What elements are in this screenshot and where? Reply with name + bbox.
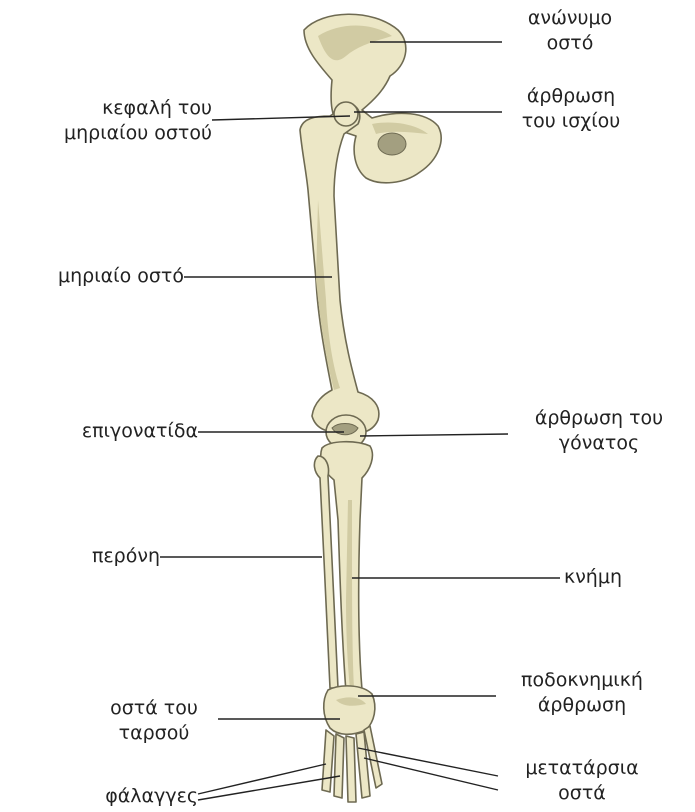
label-hip-joint: άρθρωση του ισχίου xyxy=(496,84,646,134)
label-knee-joint-line-1: άρθρωση του xyxy=(508,406,690,431)
label-anonymous-bone: ανώνυμο οστό xyxy=(502,6,638,56)
label-tibia: κνήμη xyxy=(564,565,684,590)
label-hip-joint-line-1: άρθρωση xyxy=(496,84,646,109)
foot-illustration xyxy=(322,686,382,802)
label-ankle-joint-line-1: ποδοκνημική xyxy=(496,668,668,693)
label-ankle-joint-line-2: άρθρωση xyxy=(496,693,668,718)
label-femur-text: μηριαίο οστό xyxy=(2,264,184,289)
label-patella: επιγονατίδα xyxy=(2,419,198,444)
leader-phalanges-2 xyxy=(198,776,340,800)
label-tarsals-line-2: ταρσού xyxy=(90,721,218,746)
label-knee-joint: άρθρωση του γόνατος xyxy=(508,406,690,456)
label-phalanges-text: φάλαγγες xyxy=(2,784,198,809)
label-hip-joint-line-2: του ισχίου xyxy=(496,109,646,134)
label-patella-text: επιγονατίδα xyxy=(2,419,198,444)
label-tibia-text: κνήμη xyxy=(564,565,684,590)
label-anonymous-bone-line-1: ανώνυμο xyxy=(502,6,638,31)
label-fibula-text: περόνη xyxy=(2,544,160,569)
label-femur: μηριαίο οστό xyxy=(2,264,184,289)
label-femoral-head: κεφαλή του μηριαίου οστού xyxy=(2,96,212,146)
label-metatarsals-line-2: οστά xyxy=(496,781,668,806)
label-fibula: περόνη xyxy=(2,544,160,569)
leader-knee-joint xyxy=(360,434,508,436)
label-knee-joint-line-2: γόνατος xyxy=(508,431,690,456)
label-femoral-head-line-1: κεφαλή του xyxy=(2,96,212,121)
label-femoral-head-line-2: μηριαίου οστού xyxy=(2,121,212,146)
label-tarsals: οστά του ταρσού xyxy=(90,696,218,746)
label-ankle-joint: ποδοκνημική άρθρωση xyxy=(496,668,668,718)
label-phalanges: φάλαγγες xyxy=(2,784,198,809)
label-anonymous-bone-line-2: οστό xyxy=(502,31,638,56)
label-metatarsals-line-1: μετατάρσια xyxy=(496,756,668,781)
lower-leg-illustration xyxy=(314,442,372,692)
label-metatarsals: μετατάρσια οστά xyxy=(496,756,668,806)
label-tarsals-line-1: οστά του xyxy=(90,696,218,721)
